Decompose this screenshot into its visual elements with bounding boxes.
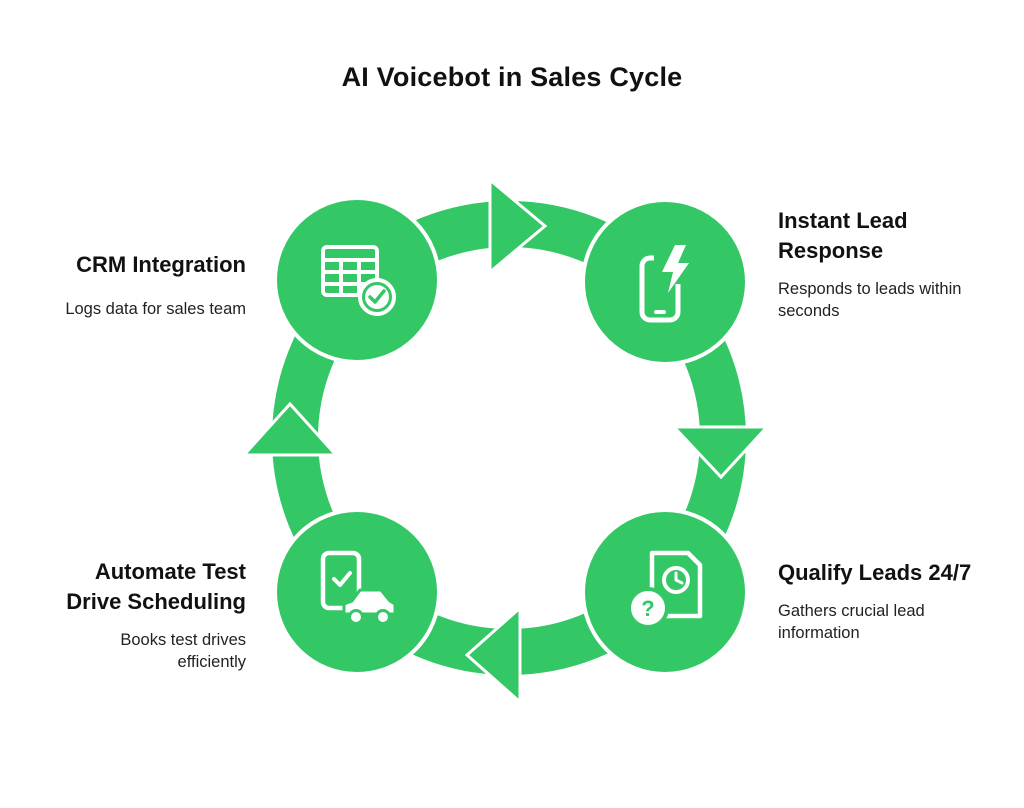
step-crm-integration-title: CRM Integration (76, 252, 246, 277)
step-instant-lead-label: Instant Lead Response Responds to leads … (778, 206, 1008, 322)
step-test-drive-title: Automate Test Drive Scheduling (20, 557, 246, 617)
document-clock-question-icon: ? (627, 550, 703, 629)
step-instant-lead-node (581, 198, 749, 366)
arrow-bottom (464, 604, 522, 706)
arrow-right (670, 425, 771, 480)
step-qualify-leads-title: Qualify Leads 24/7 (778, 560, 972, 585)
title-line-2: Response (778, 238, 884, 263)
diagram-title: AI Voicebot in Sales Cycle (341, 62, 683, 92)
step-test-drive-label: Automate Test Drive Scheduling Books tes… (20, 557, 246, 673)
title-line-1: Instant Lead (778, 208, 908, 233)
desc-line-2: seconds (778, 302, 840, 320)
step-qualify-leads-label: Qualify Leads 24/7 Gathers crucial lead … (778, 558, 1008, 644)
svg-text:?: ? (641, 596, 654, 621)
desc-line-1: Books test drives (120, 631, 246, 649)
step-test-drive-node (273, 508, 441, 676)
table-check-icon (321, 245, 396, 316)
arrow-left (240, 401, 340, 457)
desc-line-1: Gathers crucial lead (778, 602, 925, 620)
step-test-drive-desc: Books test drives efficiently (20, 629, 246, 673)
step-crm-integration-desc: Logs data for sales team (65, 300, 246, 318)
step-instant-lead-desc: Responds to leads within seconds (778, 278, 1008, 322)
mobile-lightning-icon (639, 244, 689, 323)
step-crm-integration-label: CRM Integration Logs data for sales team (20, 250, 246, 320)
title-line-2: Drive Scheduling (66, 589, 246, 614)
desc-line-2: efficiently (177, 653, 246, 671)
title-line-1: Automate Test (94, 559, 246, 584)
step-instant-lead-title: Instant Lead Response (778, 206, 1008, 266)
arrow-top (488, 176, 548, 276)
desc-line-1: Responds to leads within (778, 280, 962, 298)
desc-line-2: information (778, 624, 860, 642)
step-qualify-leads-desc: Gathers crucial lead information (778, 600, 1008, 644)
phone-check-car-icon (320, 550, 397, 625)
step-crm-integration-node (273, 196, 441, 364)
step-qualify-leads-node: ? (581, 508, 749, 676)
